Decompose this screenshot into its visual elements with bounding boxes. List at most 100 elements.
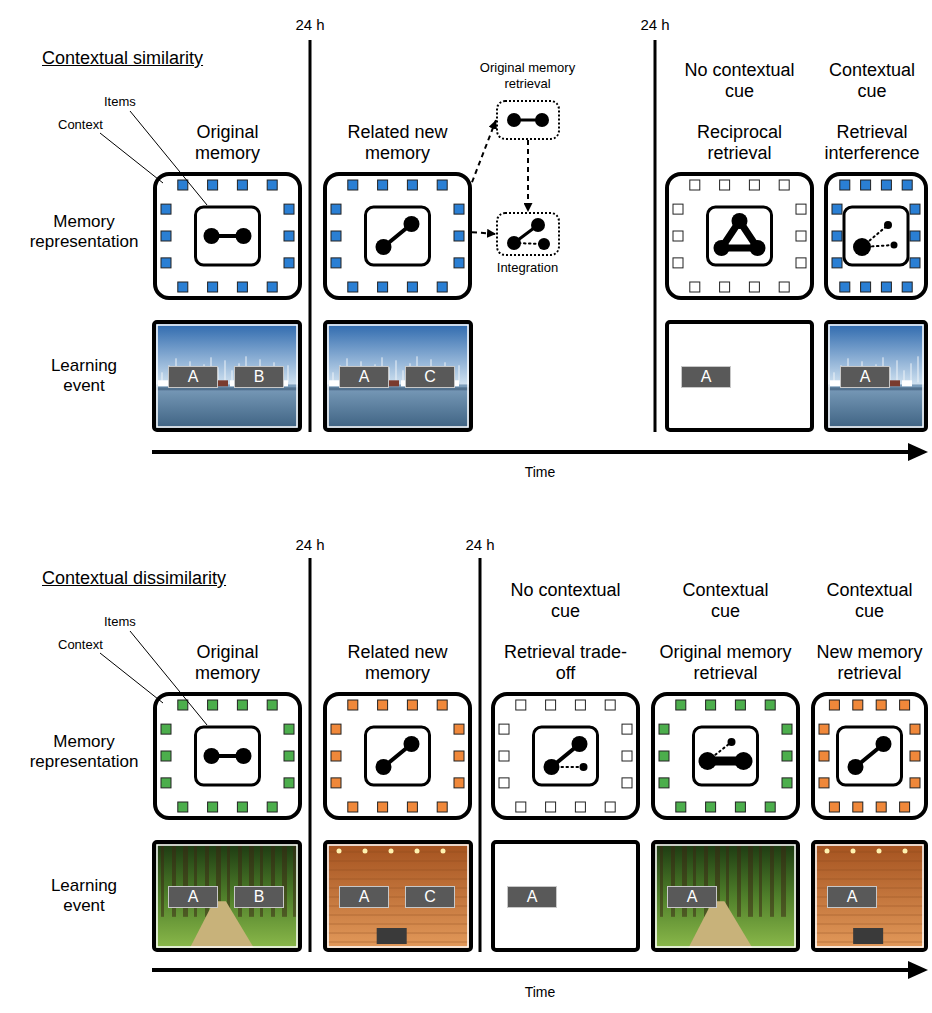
item-dot bbox=[535, 113, 549, 127]
context-square bbox=[910, 778, 920, 788]
time-axis bbox=[152, 450, 910, 454]
items-box bbox=[708, 207, 772, 265]
item-dot bbox=[507, 113, 521, 127]
scene-photo bbox=[493, 842, 638, 950]
context-square bbox=[779, 282, 789, 292]
context-square bbox=[378, 700, 388, 710]
plank bbox=[327, 879, 469, 880]
context-square bbox=[832, 231, 842, 241]
context-square bbox=[267, 700, 277, 710]
context-square bbox=[881, 282, 891, 292]
tree-trunk bbox=[759, 844, 762, 917]
scene-photo bbox=[667, 322, 812, 430]
context-square bbox=[437, 180, 447, 190]
items-box bbox=[196, 727, 260, 785]
item-dot bbox=[735, 752, 753, 770]
context-square bbox=[796, 204, 806, 214]
item-dot bbox=[728, 738, 736, 746]
item-letter: A bbox=[687, 888, 698, 906]
context-square bbox=[673, 258, 683, 268]
day-divider bbox=[654, 40, 657, 432]
context-square bbox=[178, 802, 188, 812]
context-square bbox=[910, 751, 920, 761]
item-dot bbox=[538, 238, 550, 250]
ceiling-light bbox=[825, 849, 830, 854]
context-square bbox=[853, 700, 863, 710]
item-box: C bbox=[405, 886, 455, 908]
context-square bbox=[900, 700, 910, 710]
context-square bbox=[622, 751, 632, 761]
context-square bbox=[161, 258, 171, 268]
context-square bbox=[378, 282, 388, 292]
boat bbox=[830, 380, 840, 386]
photo-frame bbox=[826, 322, 926, 430]
item-dot bbox=[204, 748, 220, 764]
column-heading: Contextual cue bbox=[812, 580, 928, 622]
context-square bbox=[832, 258, 842, 268]
time-axis bbox=[152, 968, 910, 972]
water bbox=[828, 384, 924, 428]
dashed-arrow bbox=[472, 232, 496, 234]
item-dot bbox=[884, 221, 892, 229]
photo-inner-edge bbox=[157, 845, 297, 947]
context-square bbox=[829, 802, 839, 812]
context-square bbox=[749, 282, 759, 292]
context-square bbox=[910, 258, 920, 268]
context-square bbox=[267, 802, 277, 812]
sauna-stove bbox=[377, 928, 407, 944]
context-square bbox=[735, 802, 745, 812]
context-square bbox=[284, 258, 294, 268]
plank bbox=[327, 861, 469, 862]
scene-photo bbox=[813, 842, 926, 950]
mast bbox=[459, 365, 460, 382]
item-box: B bbox=[234, 366, 284, 388]
memory-box: No contextual cueRetrieval trade-off bbox=[491, 692, 640, 820]
photo-inner-edge bbox=[328, 845, 468, 947]
context-square bbox=[284, 724, 294, 734]
photo-frame bbox=[493, 842, 638, 950]
boat bbox=[329, 380, 339, 386]
memory-box: Original memory bbox=[153, 692, 302, 820]
context-square bbox=[499, 724, 509, 734]
mast bbox=[225, 360, 226, 382]
context-square bbox=[331, 724, 341, 734]
context-square bbox=[782, 778, 792, 788]
day-divider bbox=[479, 558, 482, 952]
context-square bbox=[284, 204, 294, 214]
context-square bbox=[208, 802, 218, 812]
photo-frame bbox=[325, 842, 471, 950]
tree-trunk bbox=[781, 844, 786, 917]
memory-illustration bbox=[832, 180, 920, 292]
context-square bbox=[575, 700, 585, 710]
column-heading: Retrieval trade-off bbox=[496, 642, 636, 684]
item-letter: A bbox=[527, 888, 538, 906]
forest-path bbox=[688, 901, 752, 948]
context-square bbox=[331, 258, 341, 268]
context-square bbox=[622, 724, 632, 734]
context-square bbox=[348, 282, 358, 292]
context-square bbox=[454, 204, 464, 214]
context-square bbox=[331, 204, 341, 214]
context-square bbox=[840, 180, 850, 190]
time-arrowhead bbox=[908, 443, 928, 461]
annotation-label: Context bbox=[58, 117, 103, 133]
plank bbox=[327, 915, 469, 916]
column-heading: Related new memory bbox=[338, 642, 458, 684]
items-box bbox=[694, 727, 758, 785]
ceiling-light bbox=[415, 849, 420, 854]
memory-illustration bbox=[673, 180, 806, 292]
item-box: A bbox=[339, 886, 389, 908]
leader-line bbox=[100, 133, 163, 183]
context-square bbox=[840, 282, 850, 292]
boat bbox=[902, 380, 912, 386]
context-square bbox=[861, 180, 871, 190]
item-letter: A bbox=[847, 888, 858, 906]
tree-trunk bbox=[737, 844, 741, 917]
annotation-label: Memory representation bbox=[20, 212, 148, 253]
item-dot bbox=[236, 748, 252, 764]
context-square bbox=[690, 180, 700, 190]
context-square bbox=[437, 282, 447, 292]
context-square bbox=[378, 180, 388, 190]
context-square bbox=[331, 751, 341, 761]
